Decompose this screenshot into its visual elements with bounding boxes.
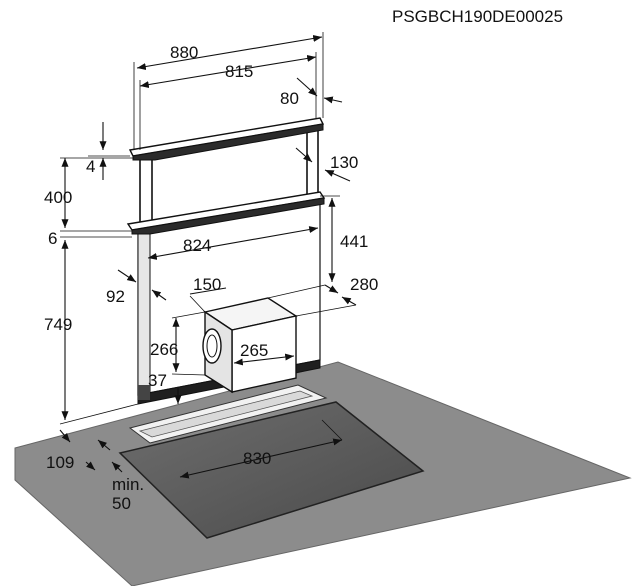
dim-line-92-a (117, 269, 137, 283)
dim-label-min-value: 50 (112, 494, 131, 513)
dim-label-min: min. (112, 475, 144, 494)
cutout-inner (138, 390, 314, 438)
dim-line-min50-a (85, 461, 96, 471)
dim-line-min50-b (111, 461, 123, 473)
dim-line-130-a (295, 147, 313, 163)
motor-outlet (202, 328, 222, 364)
dim-line-130-b (324, 169, 351, 182)
dim-label-265: 265 (240, 341, 268, 360)
dim-label-80: 80 (280, 89, 299, 108)
hood-top-cap (128, 117, 325, 157)
hood-foot (138, 385, 150, 400)
dim-label-92: 92 (106, 287, 125, 306)
dim-label-266: 266 (150, 340, 178, 359)
dim-line-280-b (341, 296, 357, 306)
dim-line-80-b (323, 96, 343, 104)
dim-label-830: 830 (243, 449, 271, 468)
ext-280 (267, 284, 326, 299)
dim-label-130: 130 (330, 153, 358, 172)
dim-line-815 (139, 54, 317, 89)
motor-outlet-inner (206, 334, 218, 358)
ext-830 (321, 419, 343, 441)
dim-label-400: 400 (44, 188, 72, 207)
dim-line-824 (147, 226, 319, 260)
dim-line-150 (189, 287, 227, 295)
dim-line-109-a (59, 429, 71, 443)
dim-line-265 (233, 353, 295, 366)
ext-266-top (171, 311, 206, 319)
dim-label-824: 824 (183, 236, 211, 255)
ext-280-b (295, 304, 357, 317)
dim-label-280: 280 (350, 275, 378, 294)
dim-line-830 (179, 438, 343, 479)
dim-label-4: 4 (86, 157, 95, 176)
ext-150 (189, 295, 206, 313)
dim-label-6: 6 (48, 229, 57, 248)
product-code: PSGBCH190DE00025 (392, 7, 563, 26)
dim-line-280-a (324, 284, 339, 294)
dim-label-109: 109 (46, 453, 74, 472)
hood-body-side (137, 227, 151, 396)
dim-label-37: 37 (148, 371, 167, 390)
dim-label-880: 880 (170, 43, 198, 62)
dim-label-150: 150 (193, 275, 221, 294)
dim-label-441: 441 (340, 232, 368, 251)
hood-top-strip (132, 123, 324, 161)
dim-label-749: 749 (44, 315, 72, 334)
ext-266-bottom (171, 373, 206, 376)
dim-line-80-a (296, 77, 318, 97)
ext-worktop (59, 403, 139, 425)
dim-line-109-b (97, 439, 111, 451)
dim-label-815: 815 (225, 62, 253, 81)
dim-line-92-b (151, 289, 167, 301)
hood-lower-strip (131, 197, 325, 235)
